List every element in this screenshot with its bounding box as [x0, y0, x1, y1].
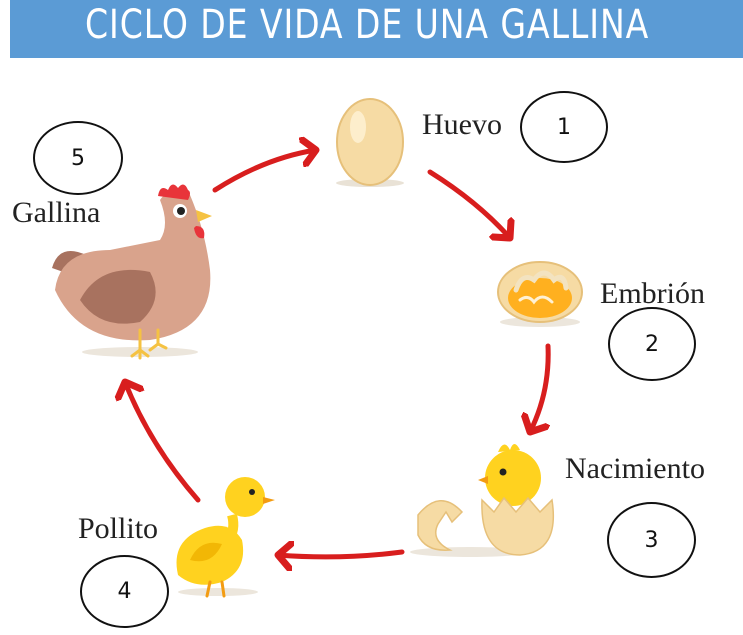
arrow-hatching-to-chick — [278, 552, 405, 557]
page-title: CICLO DE VIDA DE UNA GALLINA — [85, 2, 650, 48]
embryo-illustration — [497, 261, 583, 327]
stage-number-hen: 5 — [33, 121, 123, 195]
stage-number-egg: 1 — [520, 91, 608, 163]
arrow-chick-to-hen — [125, 382, 201, 503]
stage-label-embryo: Embrión — [600, 277, 705, 310]
hatching-illustration — [410, 444, 555, 557]
egg-illustration — [336, 98, 404, 187]
arrow-egg-to-embryo — [427, 169, 510, 238]
chick-illustration — [176, 477, 275, 598]
title-banner — [10, 0, 743, 58]
arrow-embryo-to-hatching — [530, 343, 551, 432]
stage-label-egg: Huevo — [422, 108, 502, 141]
hen-illustration — [52, 184, 212, 360]
arrow-hen-to-egg — [212, 150, 316, 193]
stage-number-chick: 4 — [80, 555, 169, 628]
stage-label-chick: Pollito — [78, 512, 159, 545]
stage-label-hatching: Nacimiento — [565, 452, 705, 485]
stage-label-hen: Gallina — [12, 196, 101, 229]
stage-number-embryo: 2 — [608, 307, 696, 381]
cycle-arrows — [125, 150, 551, 557]
stage-number-hatching: 3 — [607, 502, 696, 578]
